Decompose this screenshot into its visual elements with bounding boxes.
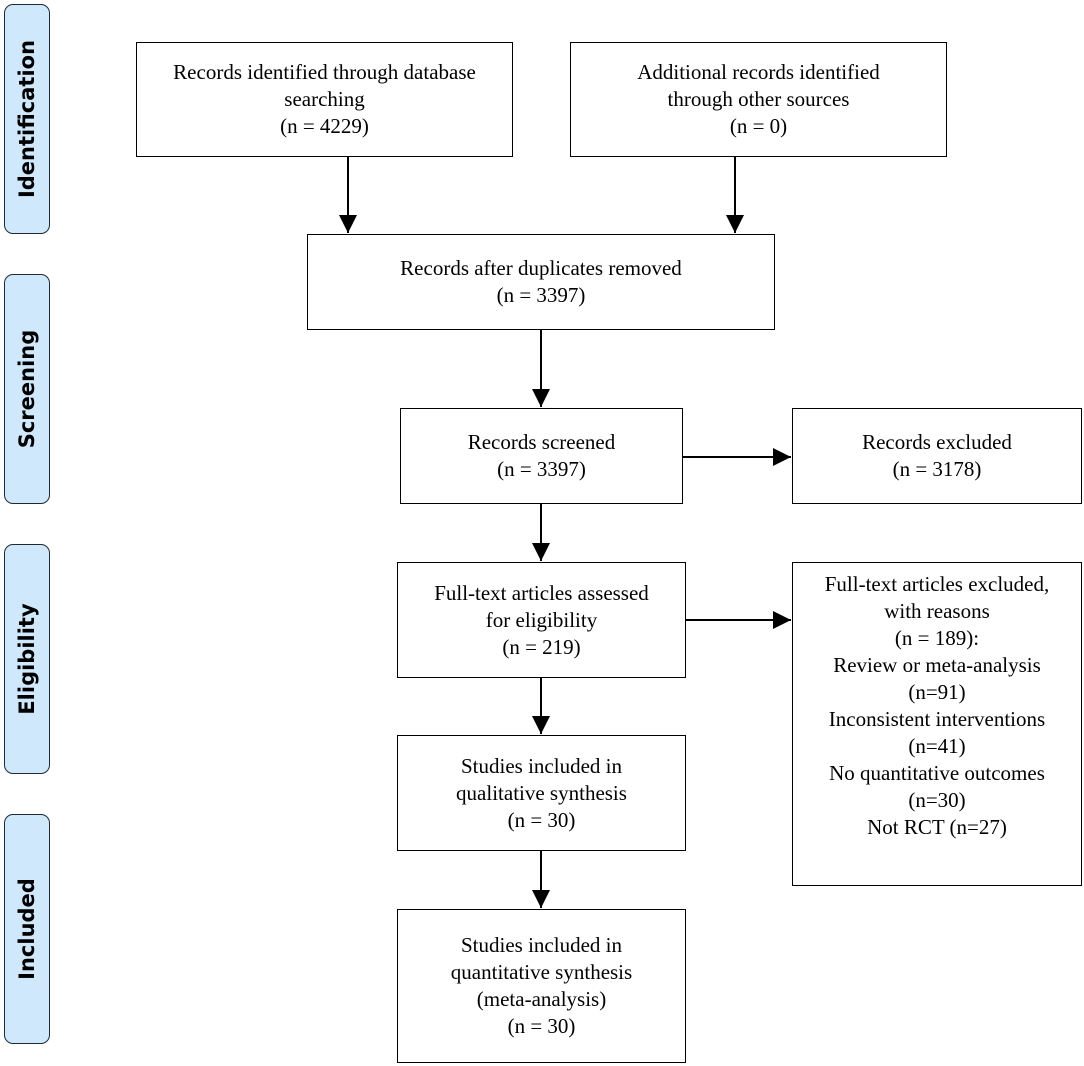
line: Review or meta-analysis — [833, 653, 1041, 677]
line: through other sources — [667, 87, 850, 111]
box-quantitative-synthesis: Studies included in quantitative synthes… — [397, 909, 686, 1063]
line: with reasons — [884, 599, 990, 623]
stage-eligibility: Eligibility — [4, 544, 50, 774]
line: Studies included in — [461, 753, 622, 778]
line: (n=91) — [908, 680, 966, 704]
line: (n = 30) — [507, 807, 576, 832]
box-fulltext-excluded: Full-text articles excluded, with reason… — [792, 562, 1082, 886]
line: quantitative synthesis — [450, 960, 633, 984]
line: Records after duplicates removed — [400, 256, 682, 280]
line: (n = 30) — [507, 1014, 576, 1038]
line: (n = 3397) — [496, 283, 586, 307]
line: Inconsistent interventions — [828, 707, 1046, 731]
box-records-excluded: Records excluded (n = 3178) — [792, 408, 1082, 504]
line: searching — [284, 87, 365, 111]
box-screened: Records screened (n = 3397) — [400, 408, 683, 504]
line: (n=30) — [908, 788, 966, 812]
line: Full-text articles excluded, — [824, 572, 1050, 596]
line: (meta-analysis) — [476, 987, 607, 1011]
box-other-records: Additional records identified through ot… — [570, 42, 947, 157]
line: (n = 4229) — [280, 114, 369, 138]
line: Full-text articles assessed — [434, 580, 649, 605]
box-after-duplicates: Records after duplicates removed (n = 33… — [307, 234, 775, 330]
line: qualitative synthesis — [456, 780, 627, 805]
line: Not RCT (n=27) — [867, 815, 1007, 839]
line: (n = 3178) — [892, 457, 982, 481]
line: Studies included in — [461, 933, 622, 957]
line: (n = 3397) — [497, 457, 586, 481]
stage-screening: Screening — [4, 274, 50, 504]
box-fulltext-assessed: Full-text articles assessed for eligibil… — [397, 562, 686, 678]
line: Records excluded — [862, 430, 1012, 454]
line: (n = 0) — [729, 114, 788, 138]
line: No quantitative outcomes — [829, 761, 1045, 785]
line: (n = 189): — [894, 626, 980, 650]
line: for eligibility — [485, 607, 598, 632]
line: Records identified through database — [173, 60, 476, 84]
box-database-records: Records identified through database sear… — [136, 42, 513, 157]
line: (n=41) — [908, 734, 966, 758]
stage-included: Included — [4, 814, 50, 1044]
line: Additional records identified — [637, 60, 880, 84]
stage-identification: Identification — [4, 4, 50, 234]
line: (n = 219) — [502, 634, 581, 659]
line: Records screened — [467, 430, 616, 454]
box-qualitative-synthesis: Studies included in qualitative synthesi… — [397, 735, 686, 851]
